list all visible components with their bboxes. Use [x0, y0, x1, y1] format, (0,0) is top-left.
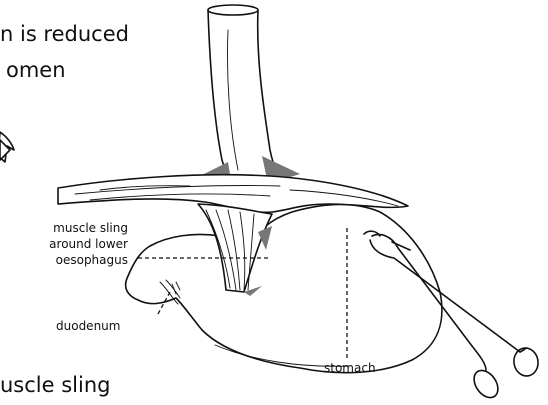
label-muscle-sling-line2: around lower [49, 238, 128, 250]
caption-top-line2: omen [6, 60, 66, 81]
stomach-shape [126, 204, 442, 372]
label-stomach: stomach [324, 362, 376, 374]
curved-arrow-icon [0, 132, 14, 162]
caption-top-line1: n is reduced [0, 24, 129, 45]
caption-bottom: uscle sling [0, 375, 110, 396]
label-duodenum: duodenum [56, 320, 120, 332]
label-muscle-sling-line1: muscle sling [53, 222, 128, 234]
label-muscle-sling-line3: oesophagus [56, 254, 128, 266]
